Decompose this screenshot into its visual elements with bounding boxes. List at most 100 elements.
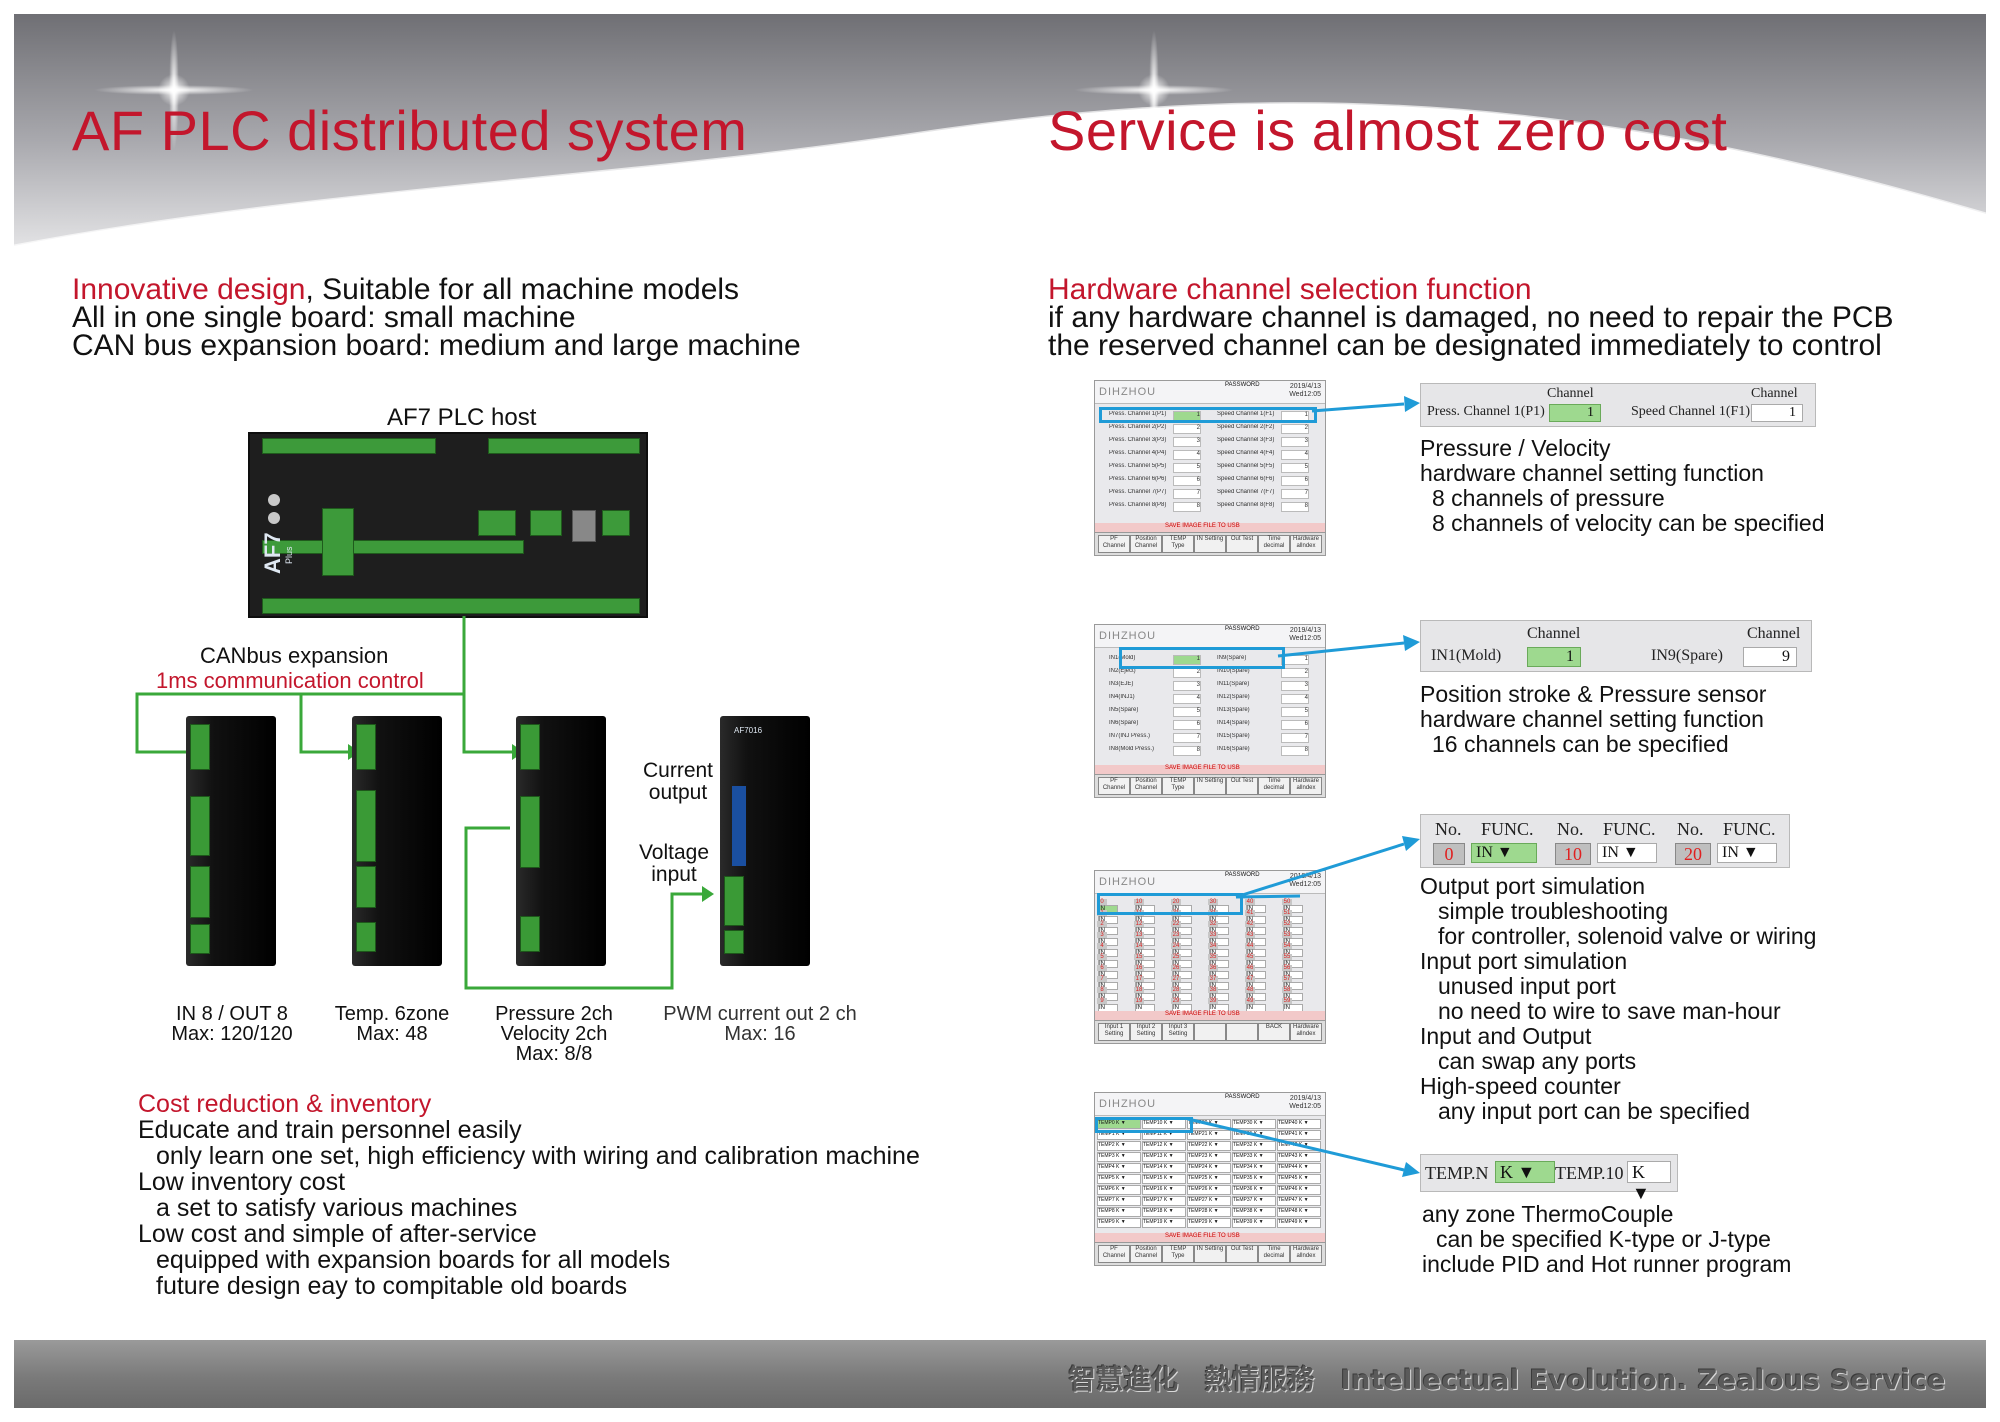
screen-softkey[interactable]: TEMP Type [1162, 777, 1194, 795]
temp-cell[interactable]: TEMP32 K ▼ [1232, 1141, 1276, 1151]
io-cell[interactable]: 25IN [1171, 954, 1201, 968]
io-cell[interactable]: 55IN [1282, 954, 1312, 968]
temp-cell[interactable]: TEMP39 K ▼ [1232, 1218, 1276, 1228]
temp-cell[interactable]: TEMP16 K ▼ [1142, 1185, 1186, 1195]
temp-cell[interactable]: TEMP23 K ▼ [1187, 1152, 1231, 1162]
io-cell[interactable]: 33IN [1208, 932, 1238, 946]
io-cell[interactable]: 14IN [1134, 943, 1164, 957]
io-cell[interactable]: 40IN [1245, 899, 1275, 913]
screen-softkey[interactable]: Input 1 Setting [1098, 1023, 1130, 1041]
screen-softkey[interactable]: Out Test [1226, 1245, 1258, 1263]
temp-cell[interactable]: TEMP31 K ▼ [1232, 1130, 1276, 1140]
io-cell[interactable]: 24IN [1171, 943, 1201, 957]
temp-cell[interactable]: TEMP26 K ▼ [1187, 1185, 1231, 1195]
screen-softkey[interactable]: TEMP Type [1162, 535, 1194, 553]
temp-cell[interactable]: TEMP49 K ▼ [1277, 1218, 1321, 1228]
screen-softkey[interactable] [1226, 1023, 1258, 1041]
io-cell[interactable]: 12IN [1134, 921, 1164, 935]
io-cell[interactable]: 9IN [1097, 998, 1127, 1012]
io-cell[interactable]: 4IN [1097, 943, 1127, 957]
io-cell[interactable]: 57IN [1282, 976, 1312, 990]
io-cell[interactable]: 47IN [1245, 976, 1275, 990]
io-cell[interactable]: 51IN [1282, 910, 1312, 924]
temp-cell[interactable]: TEMP15 K ▼ [1142, 1174, 1186, 1184]
temp-cell[interactable]: TEMP8 K ▼ [1097, 1207, 1141, 1217]
io-cell[interactable]: 6IN [1097, 965, 1127, 979]
screen-softkey[interactable]: Out Test [1226, 535, 1258, 553]
temp-cell[interactable]: TEMP36 K ▼ [1232, 1185, 1276, 1195]
temp-cell[interactable]: TEMP18 K ▼ [1142, 1207, 1186, 1217]
screen-softkey[interactable]: PF Channel [1098, 777, 1130, 795]
screen-softkey[interactable]: Time decimal [1258, 777, 1290, 795]
temp-cell[interactable]: TEMP46 K ▼ [1277, 1185, 1321, 1195]
temp-cell[interactable]: TEMP17 K ▼ [1142, 1196, 1186, 1206]
screen-softkey[interactable]: PF Channel [1098, 1245, 1130, 1263]
io-cell[interactable]: 45IN [1245, 954, 1275, 968]
io-cell[interactable]: 52IN [1282, 921, 1312, 935]
io-cell[interactable]: 16IN [1134, 965, 1164, 979]
io-cell[interactable]: 39IN [1208, 998, 1238, 1012]
temp-cell[interactable]: TEMP2 K ▼ [1097, 1141, 1141, 1151]
io-cell[interactable]: 54IN [1282, 943, 1312, 957]
io-cell[interactable]: 3IN [1097, 932, 1127, 946]
screen-softkey[interactable]: IN Setting [1194, 1245, 1226, 1263]
temp-cell[interactable]: TEMP21 K ▼ [1187, 1130, 1231, 1140]
io-cell[interactable]: 17IN [1134, 976, 1164, 990]
temp-cell[interactable]: TEMP42 K ▼ [1277, 1141, 1321, 1151]
temp-cell[interactable]: TEMP38 K ▼ [1232, 1207, 1276, 1217]
screen-softkey[interactable]: TEMP Type [1162, 1245, 1194, 1263]
screen-softkey[interactable] [1194, 1023, 1226, 1041]
io-cell[interactable]: 27IN [1171, 976, 1201, 990]
temp-cell[interactable]: TEMP35 K ▼ [1232, 1174, 1276, 1184]
io-cell[interactable]: 48IN [1245, 987, 1275, 1001]
screen-softkey[interactable]: PF Channel [1098, 535, 1130, 553]
temp-cell[interactable]: TEMP29 K ▼ [1187, 1218, 1231, 1228]
temp-cell[interactable]: TEMP40 K ▼ [1277, 1119, 1321, 1129]
screen-softkey[interactable]: BACK [1258, 1023, 1290, 1041]
screen-softkey[interactable]: IN Setting [1194, 535, 1226, 553]
temp-cell[interactable]: TEMP3 K ▼ [1097, 1152, 1141, 1162]
screen-softkey[interactable]: Time decimal [1258, 535, 1290, 553]
temp-cell[interactable]: TEMP20 K ▼ [1187, 1119, 1231, 1129]
io-cell[interactable]: 26IN [1171, 965, 1201, 979]
temp-cell[interactable]: TEMP45 K ▼ [1277, 1174, 1321, 1184]
io-cell[interactable]: 38IN [1208, 987, 1238, 1001]
temp-cell[interactable]: TEMP19 K ▼ [1142, 1218, 1186, 1228]
temp-cell[interactable]: TEMP9 K ▼ [1097, 1218, 1141, 1228]
screen-softkey[interactable]: Input 2 Setting [1130, 1023, 1162, 1041]
io-cell[interactable]: 34IN [1208, 943, 1238, 957]
temp-cell[interactable]: TEMP12 K ▼ [1142, 1141, 1186, 1151]
temp-cell[interactable]: TEMP47 K ▼ [1277, 1196, 1321, 1206]
io-cell[interactable]: 8IN [1097, 987, 1127, 1001]
screen-softkey[interactable]: Position Channel [1130, 535, 1162, 553]
temp-cell[interactable]: TEMP30 K ▼ [1232, 1119, 1276, 1129]
io-cell[interactable]: 7IN [1097, 976, 1127, 990]
io-cell[interactable]: 5IN [1097, 954, 1127, 968]
io-cell[interactable]: 49IN [1245, 998, 1275, 1012]
screen-softkey[interactable]: Hardware allndex [1290, 777, 1322, 795]
temp-cell[interactable]: TEMP41 K ▼ [1277, 1130, 1321, 1140]
io-cell[interactable]: 43IN [1245, 932, 1275, 946]
io-cell[interactable]: 13IN [1134, 932, 1164, 946]
io-cell[interactable]: 23IN [1171, 932, 1201, 946]
io-cell[interactable]: 58IN [1282, 987, 1312, 1001]
io-cell[interactable]: 56IN [1282, 965, 1312, 979]
io-cell[interactable]: 46IN [1245, 965, 1275, 979]
io-cell[interactable]: 15IN [1134, 954, 1164, 968]
screen-softkey[interactable]: Out Test [1226, 777, 1258, 795]
io-cell[interactable]: 50IN [1282, 899, 1312, 913]
io-cell[interactable]: 59IN [1282, 998, 1312, 1012]
screen-softkey[interactable]: IN Setting [1194, 777, 1226, 795]
screen-softkey[interactable]: Input 3 Setting [1162, 1023, 1194, 1041]
screen-softkey[interactable]: Time decimal [1258, 1245, 1290, 1263]
temp-cell[interactable]: TEMP4 K ▼ [1097, 1163, 1141, 1173]
io-cell[interactable]: 35IN [1208, 954, 1238, 968]
io-cell[interactable]: 29IN [1171, 998, 1201, 1012]
temp-cell[interactable]: TEMP28 K ▼ [1187, 1207, 1231, 1217]
io-cell[interactable]: 22IN [1171, 921, 1201, 935]
io-cell[interactable]: 44IN [1245, 943, 1275, 957]
temp-cell[interactable]: TEMP25 K ▼ [1187, 1174, 1231, 1184]
temp-cell[interactable]: TEMP13 K ▼ [1142, 1152, 1186, 1162]
io-cell[interactable]: 36IN [1208, 965, 1238, 979]
temp-cell[interactable]: TEMP27 K ▼ [1187, 1196, 1231, 1206]
